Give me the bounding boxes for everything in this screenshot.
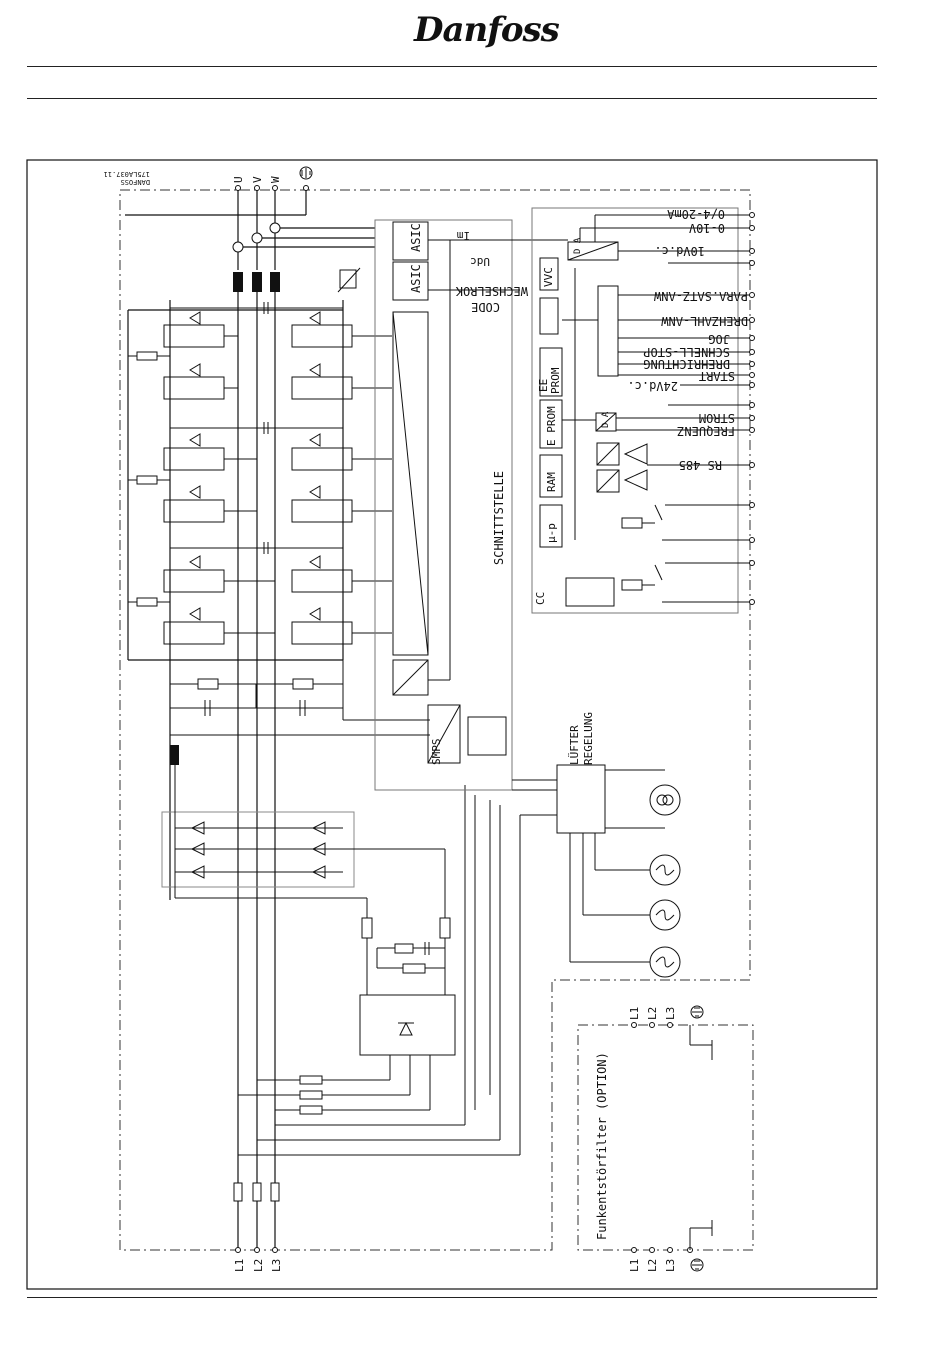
- svg-text:RS 485: RS 485: [679, 458, 722, 472]
- svg-text:L1: L1: [628, 1259, 641, 1272]
- svg-text:L1: L1: [233, 1259, 246, 1272]
- svg-text:DREHZAHL-ANW: DREHZAHL-ANW: [661, 314, 748, 328]
- svg-text:D A: D A: [601, 411, 611, 428]
- danfoss-logo: Danfoss: [414, 10, 560, 50]
- potentiometer-icon: [337, 267, 361, 293]
- svg-text:L2: L2: [252, 1259, 265, 1272]
- filter-terminals: [631, 1022, 693, 1253]
- svg-text:0/4-20mA: 0/4-20mA: [666, 207, 725, 221]
- converter-enclosure: [119, 189, 751, 1251]
- svg-text:E PROM: E PROM: [545, 406, 558, 446]
- motor-output-wiring: [125, 190, 375, 270]
- svg-text:10Vd.c.: 10Vd.c.: [654, 244, 705, 258]
- svg-text:RAM: RAM: [545, 472, 558, 492]
- svg-text:L3: L3: [664, 1259, 677, 1272]
- fan-control: [512, 764, 681, 978]
- svg-text:W: W: [269, 176, 282, 183]
- svg-text:24Vd.c.: 24Vd.c.: [627, 379, 678, 393]
- footer-rule: [27, 1297, 877, 1298]
- svg-text:CC: CC: [534, 592, 547, 605]
- svg-text:DREHRICHTUNG: DREHRICHTUNG: [643, 357, 730, 371]
- svg-text:0-10V: 0-10V: [689, 221, 725, 235]
- control-card: [531, 207, 739, 614]
- fan-icon: [655, 864, 675, 968]
- earth-icon: [299, 166, 313, 180]
- soft-charge-circuit: [359, 849, 456, 1056]
- asic-top-label: ASIC: [409, 223, 423, 252]
- svg-text:FREQUENZ: FREQUENZ: [677, 424, 735, 438]
- control-card-block-labels: VVC EE PROM E PROM RAM μ-p CC D A D A: [534, 237, 611, 605]
- mains-wiring: [233, 785, 521, 1202]
- svg-text:175LA037.11: 175LA037.11: [104, 170, 150, 178]
- svg-text:REGELUNG: REGELUNG: [582, 712, 595, 765]
- current-sensors: [232, 222, 281, 253]
- udc-label: Udc: [470, 255, 490, 268]
- svg-text:DANFOSS: DANFOSS: [120, 178, 150, 186]
- svg-text:D A: D A: [573, 237, 583, 254]
- mains-terminals: [235, 1247, 278, 1253]
- mains-terminal-labels: L1 L2 L3: [233, 1259, 283, 1272]
- filter-terminal-labels-top: L1 L2 L3: [628, 1007, 677, 1020]
- header-rule-top: [27, 66, 877, 67]
- svg-text:L3: L3: [270, 1259, 283, 1272]
- svg-text:VVC: VVC: [542, 267, 555, 287]
- filter-enclosure: [577, 1024, 754, 1251]
- control-terminal-labels: 0/4-20mA 0-10V 10Vd.c. PARA.SATZ-ANW DRE…: [627, 207, 748, 472]
- interface-board: [374, 219, 560, 791]
- drawing-stamp: 175LA037.11 DANFOSS: [104, 170, 150, 186]
- svg-text:L2: L2: [646, 1007, 659, 1020]
- dc-bus: [127, 292, 344, 1250]
- filter-terminal-labels-bottom: L1 L2 L3: [628, 1259, 677, 1272]
- im-label: Im: [456, 229, 470, 242]
- svg-text:STROM: STROM: [699, 411, 735, 425]
- dc-choke: [170, 745, 179, 765]
- rectifier-bridge: [161, 765, 445, 899]
- control-terminals: [749, 212, 755, 605]
- motor-terminal-labels: U V W: [232, 176, 282, 183]
- code-label: CODE: [471, 300, 500, 314]
- schnittstelle-label: SCHNITTSTELLE: [492, 471, 506, 565]
- svg-text:PROM: PROM: [549, 367, 562, 394]
- diagram-frame: [26, 159, 878, 1290]
- control-terminal-wiring: [579, 214, 750, 603]
- header-rule-bottom: [27, 98, 877, 99]
- wechselrok-label: WECHSELROK: [455, 284, 528, 298]
- fan-control-label: LÜFTER REGELUNG: [568, 712, 595, 765]
- svg-text:L2: L2: [646, 1259, 659, 1272]
- svg-text:μ-p: μ-p: [545, 523, 558, 543]
- filter-earth-icon: [689, 1005, 713, 1272]
- inverter-bridge: [128, 302, 392, 645]
- svg-text:U: U: [232, 176, 245, 183]
- dc-link: [170, 660, 430, 736]
- svg-text:L3: L3: [664, 1007, 677, 1020]
- svg-text:L1: L1: [628, 1007, 641, 1020]
- asic-mid-label: ASIC: [409, 264, 423, 293]
- svg-text:V: V: [251, 176, 264, 183]
- svg-text:PARA.SATZ-ANW: PARA.SATZ-ANW: [653, 289, 748, 303]
- svg-text:SCHNELL-STOP: SCHNELL-STOP: [643, 345, 730, 359]
- svg-text:START: START: [699, 369, 735, 383]
- svg-text:JOG: JOG: [708, 332, 730, 346]
- filter-option-label: Funkentstörfilter (OPTION): [595, 1052, 609, 1240]
- smps-label: SMPS: [430, 739, 443, 766]
- output-chokes: [233, 272, 280, 292]
- svg-text:EE: EE: [537, 379, 550, 392]
- svg-text:LÜFTER: LÜFTER: [568, 725, 581, 765]
